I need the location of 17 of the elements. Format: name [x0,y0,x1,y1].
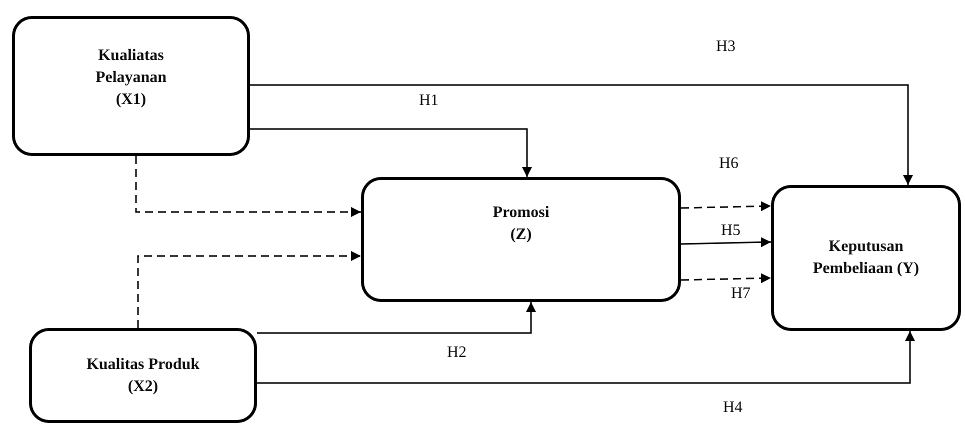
arrow [257,302,536,334]
arrow [250,84,913,185]
variable-label: Kualitas Produk (X2) [85,354,201,396]
variable-box [361,177,681,302]
variable-box [12,16,250,156]
variable-box [771,185,961,331]
arrow [680,237,772,248]
arrow [135,156,361,217]
variable-label: Promosi (Z) [492,203,550,245]
arrow [250,128,532,177]
arrow [680,273,772,284]
variable-label: Kualiatas Pelayanan (X1) [94,46,168,110]
arrow [137,251,361,328]
variable-label: Keputusan Pembeliaan (Y) [812,237,920,279]
variable-box [29,328,257,423]
arrow [257,331,915,384]
arrow [680,201,772,212]
